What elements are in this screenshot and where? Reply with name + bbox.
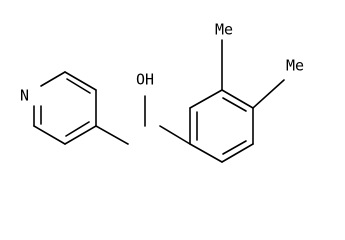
benzene-double-bond [222,97,247,112]
pyridine-bond [64,71,97,91]
benzene-bond [189,89,223,109]
pyridine-bond [40,71,66,87]
linker-bond [95,125,129,145]
methyl-right-label: Me [286,57,304,75]
pyridine-bond [64,125,97,145]
linker-bond [159,125,191,145]
pyridine-double-bond [66,78,91,94]
methyl-top-label: Me [215,21,233,39]
hydroxyl-label: OH [136,71,154,89]
pyridine-double-bond [65,121,90,137]
methyl-bond [252,79,285,109]
structure-diagram: N OH Me Me [20,20,305,163]
benzene-bond [189,143,223,163]
benzene-double-bond [222,140,247,155]
benzene-bond [221,89,254,109]
bond-lines [33,39,285,163]
molecule-drawing: N OH Me Me [20,21,304,163]
pyridine-bond [33,125,66,145]
pyridine-nitrogen-label: N [20,87,29,105]
benzene-bond [221,143,254,163]
atom-labels: N OH Me Me [20,21,304,105]
